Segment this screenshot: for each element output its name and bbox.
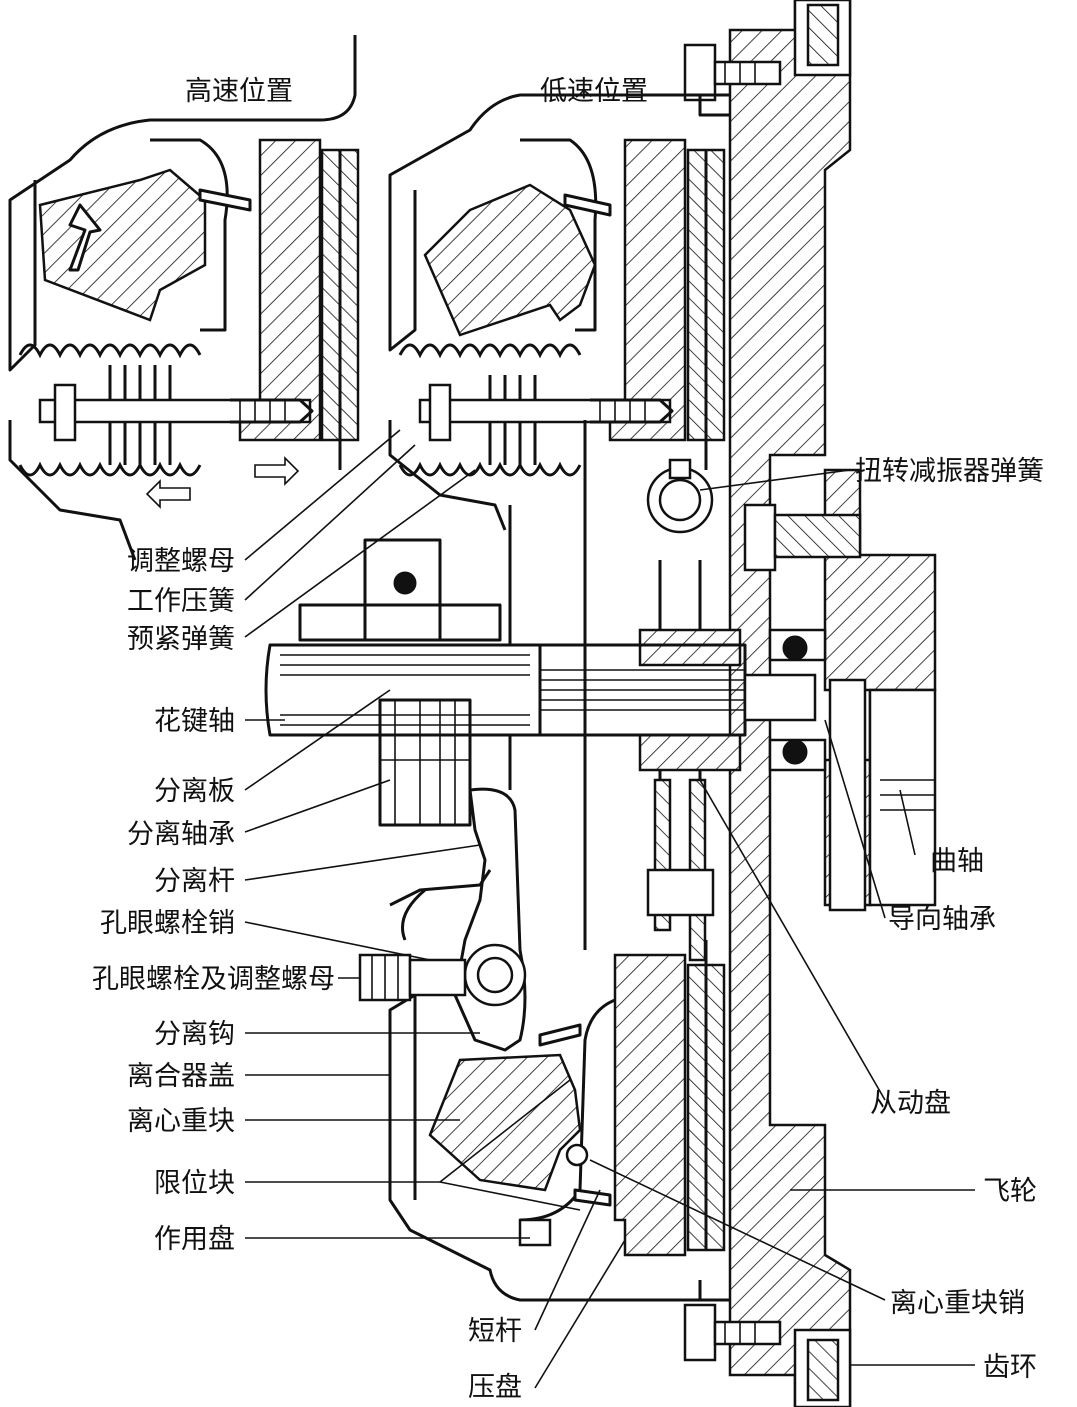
leader-lines [244, 429, 975, 1389]
label-clutch-cover: 离合器盖 [127, 1061, 235, 1092]
title-high-speed: 高速位置 [185, 76, 293, 107]
flywheel-part [728, 0, 852, 1407]
misc-rods [198, 188, 612, 1207]
label-centrifugal-weight: 离心重块 [127, 1106, 235, 1137]
label-ring-gear: 齿环 [983, 1352, 1037, 1383]
label-crankshaft: 曲轴 [930, 846, 984, 877]
label-pilot-bearing: 导向轴承 [888, 904, 996, 935]
label-work-spring: 工作压簧 [127, 586, 235, 617]
label-spline-shaft: 花键轴 [154, 706, 235, 737]
label-release-plate: 分离板 [154, 776, 235, 807]
label-short-rod: 短杆 [468, 1316, 522, 1347]
label-release-bearing: 分离轴承 [127, 819, 235, 850]
label-release-hook: 分离钩 [154, 1019, 235, 1050]
label-flywheel: 飞轮 [983, 1176, 1037, 1207]
spline-shaft-part [264, 603, 817, 737]
label-action-plate: 作用盘 [154, 1224, 235, 1255]
driven-disc-part [638, 560, 742, 962]
label-weight-pin: 离心重块销 [890, 1288, 1025, 1319]
friction-lining-parts [320, 148, 726, 1252]
label-torsion-spring: 扭转减振器弹簧 [855, 456, 1044, 487]
eye-bolt-part [358, 953, 467, 1002]
centrifugal-weight-bottom [428, 998, 616, 1247]
pressure-plate-parts [238, 138, 687, 1257]
clutch-cover-high-speed [8, 35, 357, 561]
torsion-spring-part [646, 458, 714, 534]
title-low-speed: 低速位置 [540, 76, 648, 107]
label-pressure-plate: 压盘 [468, 1372, 522, 1403]
label-release-lever: 分离杆 [154, 866, 235, 897]
release-bearing-part [363, 538, 472, 827]
release-lever-part [389, 787, 527, 1052]
flywheel-bolt-bottom [683, 1303, 782, 1362]
label-preload-spring: 预紧弹簧 [127, 624, 235, 655]
centrifugal-weight-low [423, 138, 598, 337]
centrifugal-weight-high [38, 138, 229, 332]
label-adjust-nut: 调整螺母 [127, 546, 235, 577]
pilot-bearing-part [768, 628, 867, 912]
diagram-labels: 高速位置 低速位置 调整螺母 工作压簧 预紧弹簧 花键轴 分离板 分离轴承 分离… [92, 76, 1044, 1403]
label-stop-block: 限位块 [154, 1168, 235, 1199]
spring-assembly-low [398, 343, 674, 477]
label-driven-disc: 从动盘 [870, 1088, 951, 1119]
crank-bolt [743, 503, 862, 572]
label-eye-bolt-nut: 孔眼螺栓及调整螺母 [92, 964, 335, 995]
spring-assembly-high [18, 343, 314, 477]
label-eye-bolt-pin: 孔眼螺栓销 [100, 908, 235, 939]
direction-arrows [145, 456, 300, 509]
